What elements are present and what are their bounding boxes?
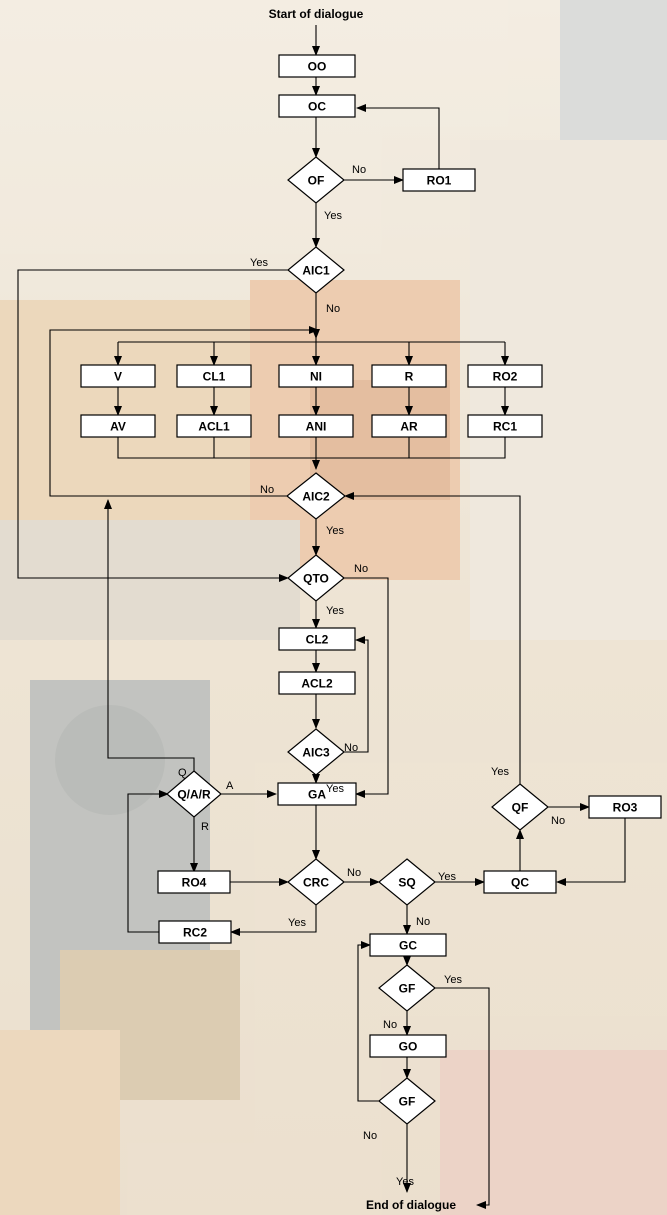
edge-label-sq-no: No <box>416 916 430 928</box>
flowchart-nodes: OO OC RO1 V CL1 NI R RO2 AV ACL1 ANI AR … <box>80 54 662 1125</box>
svg-text:RC2: RC2 <box>183 926 207 940</box>
svg-text:QF: QF <box>512 801 529 815</box>
node-rc2: RC2 <box>158 920 232 944</box>
node-ro2: RO2 <box>467 364 543 388</box>
decision-aic3: AIC3 <box>287 728 345 776</box>
node-av: AV <box>80 414 156 438</box>
svg-text:QTO: QTO <box>303 572 329 586</box>
edge-label-sq-yes: Yes <box>438 871 456 883</box>
svg-text:GC: GC <box>399 939 417 953</box>
node-ar: AR <box>371 414 447 438</box>
edge-label-qar-a: A <box>226 780 234 792</box>
edge-label-aic1-yes: Yes <box>250 257 268 269</box>
edge-label-qar-r: R <box>201 821 209 833</box>
node-cl2: CL2 <box>278 627 356 651</box>
edge-label-gf1-yes: Yes <box>444 974 462 986</box>
start-label: Start of dialogue <box>269 7 364 21</box>
svg-text:GO: GO <box>399 1040 418 1054</box>
edge-label-qf-yes: Yes <box>491 766 509 778</box>
svg-text:AV: AV <box>110 420 126 434</box>
node-ni: NI <box>278 364 354 388</box>
edge-label-aic2-yes: Yes <box>326 525 344 537</box>
svg-text:GA: GA <box>308 788 326 802</box>
edge-label-crc-no: No <box>347 867 361 879</box>
svg-text:AIC1: AIC1 <box>302 264 330 278</box>
edge-label-gf1-no: No <box>383 1019 397 1031</box>
end-label: End of dialogue <box>366 1198 456 1212</box>
flowchart-edges <box>17 25 626 1209</box>
svg-text:RO2: RO2 <box>493 370 518 384</box>
edge-label-qto-yes: Yes <box>326 605 344 617</box>
decision-gf1: GF <box>378 964 436 1012</box>
node-go: GO <box>369 1034 447 1058</box>
node-ga: GA <box>277 782 357 806</box>
svg-text:QC: QC <box>511 876 529 890</box>
edge-label-of-yes: Yes <box>324 210 342 222</box>
node-ro3: RO3 <box>588 795 662 819</box>
edge-label-qf-no: No <box>551 815 565 827</box>
svg-text:CL1: CL1 <box>203 370 226 384</box>
svg-text:V: V <box>114 370 122 384</box>
node-qc: QC <box>483 870 557 894</box>
edge-label-qto-no: No <box>354 563 368 575</box>
node-r: R <box>371 364 447 388</box>
edge-label-gf2-no: No <box>363 1130 377 1142</box>
node-gc: GC <box>369 933 447 957</box>
svg-text:AIC2: AIC2 <box>302 490 330 504</box>
edge-label-gf2-yes: Yes <box>396 1176 414 1188</box>
svg-text:Q/A/R: Q/A/R <box>177 788 211 802</box>
svg-text:ANI: ANI <box>306 420 327 434</box>
edge-label-crc-yes: Yes <box>288 917 306 929</box>
svg-text:CRC: CRC <box>303 876 329 890</box>
edge-label-aic2-no: No <box>260 484 274 496</box>
decision-qf: QF <box>491 783 549 831</box>
svg-text:ACL2: ACL2 <box>301 677 333 691</box>
edge-label-aic3-yes: Yes <box>326 783 344 795</box>
svg-text:AIC3: AIC3 <box>302 746 330 760</box>
svg-text:RO3: RO3 <box>613 801 638 815</box>
edge-label-of-no: No <box>352 164 366 176</box>
edge-label-qar-q: Q <box>178 767 187 779</box>
decision-of: OF <box>287 156 345 204</box>
node-oo: OO <box>278 54 356 78</box>
svg-text:R: R <box>405 370 414 384</box>
node-ro4: RO4 <box>157 870 231 894</box>
node-cl1: CL1 <box>176 364 252 388</box>
svg-text:GF: GF <box>399 982 416 996</box>
node-acl1: ACL1 <box>176 414 252 438</box>
edge-labels: No Yes Yes No No Yes No Yes No Yes Q A R… <box>178 164 565 1188</box>
svg-text:RO1: RO1 <box>427 174 452 188</box>
svg-text:CL2: CL2 <box>306 633 329 647</box>
node-acl2: ACL2 <box>278 671 356 695</box>
decision-sq: SQ <box>378 858 436 906</box>
node-oc: OC <box>278 94 356 118</box>
node-ani: ANI <box>278 414 354 438</box>
decision-gf2: GF <box>378 1077 436 1125</box>
svg-text:GF: GF <box>399 1095 416 1109</box>
edge-label-aic3-no: No <box>344 742 358 754</box>
decision-qar: Q/A/R <box>166 770 222 818</box>
svg-text:OO: OO <box>308 60 327 74</box>
node-v: V <box>80 364 156 388</box>
svg-text:SQ: SQ <box>398 876 415 890</box>
svg-text:RO4: RO4 <box>182 876 207 890</box>
svg-text:OF: OF <box>308 174 325 188</box>
node-ro1: RO1 <box>402 168 476 192</box>
decision-aic2: AIC2 <box>286 472 346 520</box>
edge-label-aic1-no: No <box>326 303 340 315</box>
decision-aic1: AIC1 <box>287 246 345 294</box>
svg-text:OC: OC <box>308 100 326 114</box>
node-rc1: RC1 <box>467 414 543 438</box>
decision-crc: CRC <box>287 858 345 906</box>
svg-text:ACL1: ACL1 <box>198 420 230 434</box>
svg-text:NI: NI <box>310 370 322 384</box>
decision-qto: QTO <box>287 554 345 602</box>
svg-text:RC1: RC1 <box>493 420 517 434</box>
svg-text:AR: AR <box>400 420 418 434</box>
